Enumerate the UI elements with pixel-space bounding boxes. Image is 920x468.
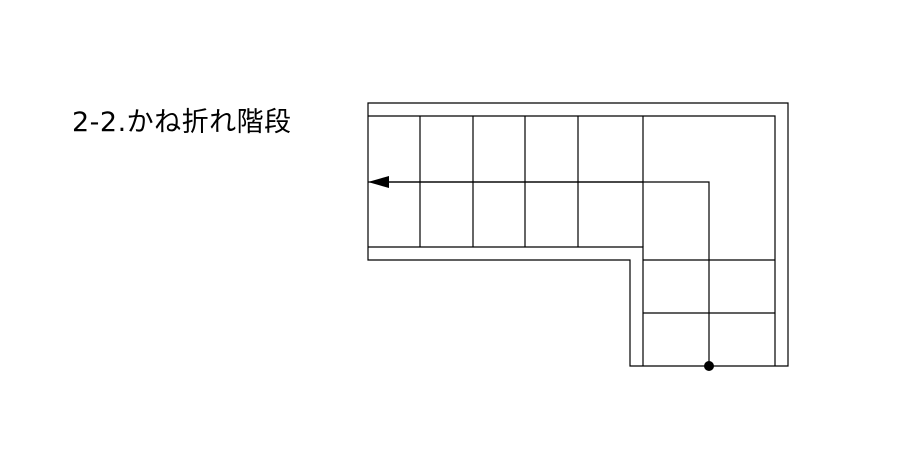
walking-line: [388, 181, 710, 366]
start-dot: [704, 361, 714, 371]
direction-arrow: [368, 176, 389, 188]
inner-outline: [368, 115, 776, 366]
diagram-title: 2-2.かね折れ階段: [72, 107, 292, 138]
outer-wall: [367, 102, 789, 367]
